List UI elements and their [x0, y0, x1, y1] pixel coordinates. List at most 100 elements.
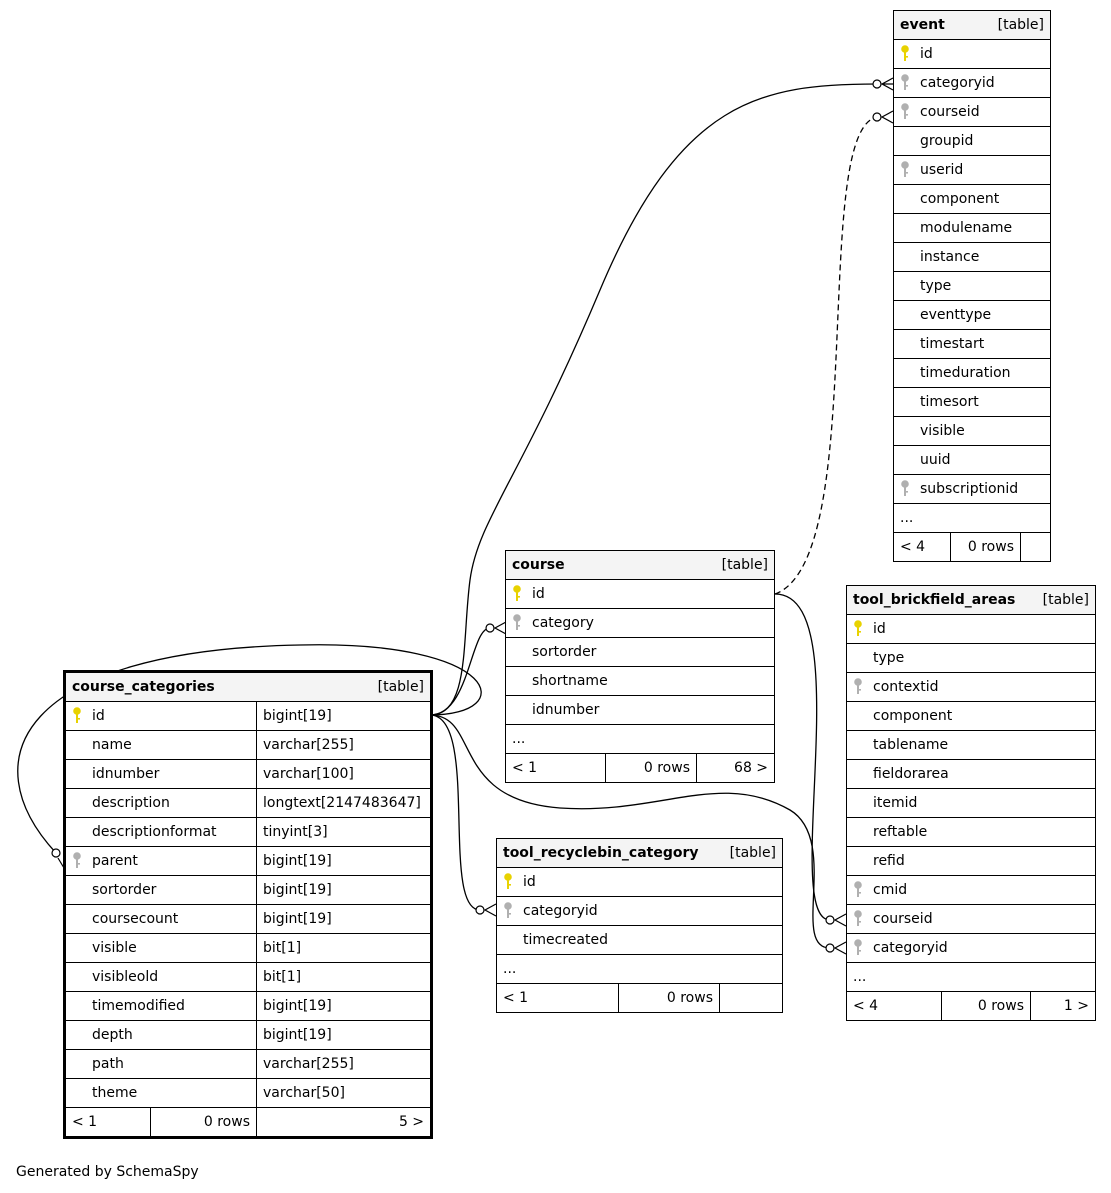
column-row[interactable]: component	[892, 184, 1052, 214]
table-header[interactable]: event[table]	[892, 10, 1052, 40]
column-row[interactable]: timecreated	[495, 925, 784, 955]
column-row[interactable]: instance	[892, 242, 1052, 272]
column-name-cell[interactable]: timesort	[892, 387, 1052, 417]
column-row[interactable]: type	[892, 271, 1052, 301]
column-row[interactable]: itemid	[845, 788, 1097, 818]
column-name-cell[interactable]: groupid	[892, 126, 1052, 156]
column-row[interactable]: component	[845, 701, 1097, 731]
column-row[interactable]: visible	[892, 416, 1052, 446]
column-name-cell[interactable]: uuid	[892, 445, 1052, 475]
column-name-cell[interactable]: id	[495, 867, 784, 897]
column-row[interactable]: courseid	[892, 97, 1052, 127]
column-row[interactable]: reftable	[845, 817, 1097, 847]
column-row[interactable]: tablename	[845, 730, 1097, 760]
more-columns-ellipsis[interactable]: ...	[495, 954, 784, 984]
column-row[interactable]: shortname	[504, 666, 776, 696]
column-name-cell[interactable]: idnumber	[504, 695, 776, 725]
children-count[interactable]	[718, 983, 784, 1013]
column-name-cell[interactable]: cmid	[845, 875, 1097, 905]
column-name-cell[interactable]: sortorder	[64, 875, 257, 905]
column-row[interactable]: type	[845, 643, 1097, 673]
column-name-cell[interactable]: idnumber	[64, 759, 257, 789]
column-row[interactable]: eventtype	[892, 300, 1052, 330]
column-name-cell[interactable]: parent	[64, 846, 257, 876]
column-name-cell[interactable]: theme	[64, 1078, 257, 1108]
table-header[interactable]: tool_recyclebin_category[table]	[495, 838, 784, 868]
column-row[interactable]: modulename	[892, 213, 1052, 243]
more-columns-ellipsis[interactable]: ...	[892, 503, 1052, 533]
column-name-cell[interactable]: id	[64, 701, 257, 731]
more-columns-ellipsis[interactable]: ...	[845, 962, 1097, 992]
column-row[interactable]: id	[504, 579, 776, 609]
column-name-cell[interactable]: visibleold	[64, 962, 257, 992]
column-name-cell[interactable]: shortname	[504, 666, 776, 696]
parents-count[interactable]: < 1	[64, 1107, 151, 1138]
parents-count[interactable]: < 4	[846, 991, 942, 1021]
column-row[interactable]: idnumber	[504, 695, 776, 725]
column-row[interactable]: categoryid	[495, 896, 784, 926]
column-row[interactable]: cmid	[845, 875, 1097, 905]
column-name-cell[interactable]: fieldorarea	[845, 759, 1097, 789]
column-row[interactable]: contextid	[845, 672, 1097, 702]
column-name-cell[interactable]: type	[892, 271, 1052, 301]
column-name-cell[interactable]: coursecount	[64, 904, 257, 934]
column-row[interactable]: sortorder	[504, 637, 776, 667]
column-name-cell[interactable]: timecreated	[495, 925, 784, 955]
column-row[interactable]: courseid	[845, 904, 1097, 934]
column-name-cell[interactable]: contextid	[845, 672, 1097, 702]
column-row[interactable]: userid	[892, 155, 1052, 185]
column-name-cell[interactable]: visible	[892, 416, 1052, 446]
column-name-cell[interactable]: component	[845, 701, 1097, 731]
column-name-cell[interactable]: courseid	[892, 97, 1052, 127]
column-row[interactable]: uuid	[892, 445, 1052, 475]
column-name-cell[interactable]: timestart	[892, 329, 1052, 359]
column-name-cell[interactable]: visible	[64, 933, 257, 963]
column-name-cell[interactable]: categoryid	[495, 896, 784, 926]
column-name-cell[interactable]: timemodified	[64, 991, 257, 1021]
table-header[interactable]: course_categories[table]	[63, 671, 433, 702]
column-name-cell[interactable]: userid	[892, 155, 1052, 185]
table-header[interactable]: tool_brickfield_areas[table]	[845, 585, 1097, 615]
column-name-cell[interactable]: category	[504, 608, 776, 638]
column-name-cell[interactable]: descriptionformat	[64, 817, 257, 847]
column-row[interactable]: category	[504, 608, 776, 638]
parents-count[interactable]: < 1	[496, 983, 619, 1013]
children-count[interactable]: 5 >	[255, 1107, 433, 1138]
column-name-cell[interactable]: reftable	[845, 817, 1097, 847]
more-columns-ellipsis[interactable]: ...	[504, 724, 776, 754]
column-name-cell[interactable]: instance	[892, 242, 1052, 272]
column-row[interactable]: timeduration	[892, 358, 1052, 388]
column-row[interactable]: groupid	[892, 126, 1052, 156]
column-row[interactable]: refid	[845, 846, 1097, 876]
column-name-cell[interactable]: eventtype	[892, 300, 1052, 330]
column-row[interactable]: id	[495, 867, 784, 897]
column-name-cell[interactable]: courseid	[845, 904, 1097, 934]
column-name-cell[interactable]: depth	[64, 1020, 257, 1050]
column-name-cell[interactable]: path	[64, 1049, 257, 1079]
column-name-cell[interactable]: sortorder	[504, 637, 776, 667]
parents-count[interactable]: < 1	[505, 753, 606, 783]
column-row[interactable]: categoryid	[845, 933, 1097, 963]
column-name-cell[interactable]: itemid	[845, 788, 1097, 818]
column-name-cell[interactable]: refid	[845, 846, 1097, 876]
column-name-cell[interactable]: id	[892, 39, 1052, 69]
children-count[interactable]: 1 >	[1029, 991, 1097, 1021]
column-name-cell[interactable]: tablename	[845, 730, 1097, 760]
column-name-cell[interactable]: id	[845, 614, 1097, 644]
column-name-cell[interactable]: id	[504, 579, 776, 609]
